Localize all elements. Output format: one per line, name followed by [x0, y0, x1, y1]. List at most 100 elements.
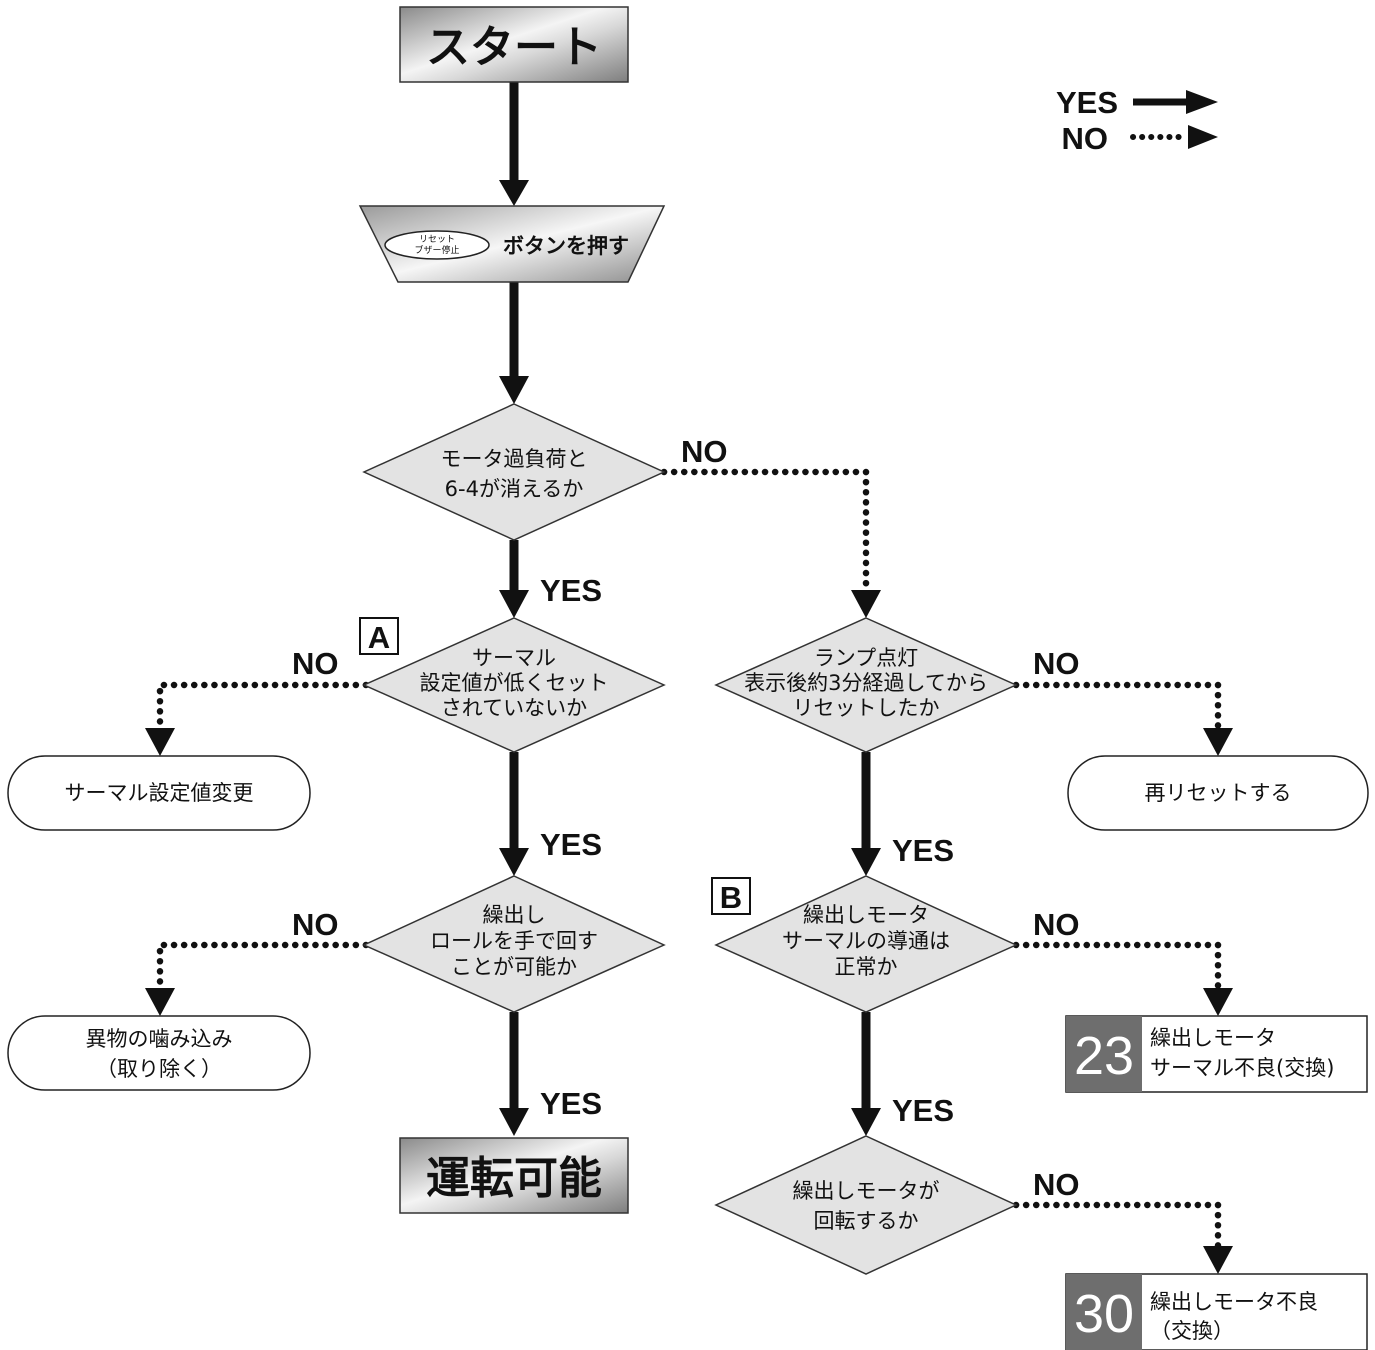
end-thermal-label: サーマル設定値変更 — [65, 781, 254, 805]
qB-line3: 正常か — [835, 955, 898, 979]
end-reset-again: 再リセットする — [1067, 755, 1369, 831]
qLamp-line3: リセットしたか — [793, 696, 940, 720]
end-foreign-object: 異物の噛み込み （取り除く） — [7, 1015, 311, 1091]
decision-qB: 繰出しモータ サーマルの導通は 正常か — [714, 875, 1018, 1013]
edge-labels: YES NO YES NO YES NO YES NO YES NO NO — [292, 434, 1080, 1202]
qRot-line1: 繰出しモータが — [793, 1179, 940, 1203]
connector-qA-no — [156, 681, 370, 734]
decision-q1: モータ過負荷と 6-4が消えるか — [362, 403, 666, 541]
qB-line1: 繰出しモータ — [803, 903, 929, 927]
arrowhead — [851, 1108, 881, 1136]
marker-a: A — [359, 617, 399, 655]
result-30: 30 繰出しモータ不良 （交換） — [1065, 1273, 1368, 1350]
diamond — [362, 617, 666, 753]
qRot-no-label: NO — [1033, 1167, 1080, 1202]
arrowhead — [1203, 728, 1233, 756]
arrowhead — [1203, 988, 1233, 1016]
marker-box — [359, 617, 399, 655]
legend-yes-arrowhead — [1186, 90, 1218, 114]
end-thermal-change: サーマル設定値変更 — [7, 755, 311, 831]
qRot-line2: 回転するか — [814, 1209, 919, 1233]
start-box — [399, 6, 629, 83]
q1-no-label: NO — [681, 434, 728, 469]
end-foreign-line2: （取り除く） — [96, 1057, 222, 1081]
diamond — [362, 875, 666, 1013]
qB-no-label: NO — [1033, 907, 1080, 942]
marker-b-label: B — [720, 880, 742, 915]
start-label: スタート — [426, 22, 602, 73]
connector-qLamp-no — [1012, 681, 1222, 734]
qB-line2: サーマルの導通は — [782, 929, 950, 953]
qLamp-no-label: NO — [1033, 646, 1080, 681]
qLamp-line1: ランプ点灯 — [814, 646, 918, 670]
result-number-badge — [1066, 1016, 1142, 1092]
qA-line3: されていないか — [441, 696, 587, 720]
press-label: ボタンを押す — [503, 234, 629, 258]
arrowhead — [499, 848, 529, 876]
operable-label: 運転可能 — [426, 1153, 602, 1204]
qA-line1: サーマル — [472, 646, 556, 670]
no-arrowheads — [145, 590, 1233, 1274]
yes-arrowheads — [499, 180, 881, 1136]
connector-q1-no — [660, 468, 870, 596]
q1-line1: モータ過負荷と — [441, 447, 588, 471]
diamond — [362, 403, 666, 541]
end-reset-label: 再リセットする — [1145, 781, 1292, 805]
connector-qRot-no — [1012, 1201, 1222, 1252]
arrowhead — [851, 590, 881, 618]
qA2-line1: 繰出し — [483, 903, 546, 927]
qA2-line3: ことが可能か — [451, 955, 577, 979]
end-operable: 運転可能 — [399, 1137, 629, 1214]
qA-line2: 設定値が低くセット — [420, 671, 609, 695]
diamond — [714, 1135, 1018, 1275]
result-23-line2: サーマル不良(交換) — [1150, 1056, 1334, 1080]
diamond — [714, 875, 1018, 1013]
reset-oval-line2: ブザー停止 — [414, 244, 459, 256]
qLamp-line2: 表示後約3分経過してから — [744, 671, 988, 695]
decision-qLamp: ランプ点灯 表示後約3分経過してから リセットしたか — [714, 617, 1018, 753]
terminal-box — [1067, 755, 1369, 831]
reset-buzzer-button-icon — [384, 230, 490, 260]
qA2-line2: ロールを手で回す — [430, 929, 598, 953]
qLamp-yes-label: YES — [892, 833, 954, 868]
marker-a-label: A — [368, 620, 390, 655]
qB-yes-label: YES — [892, 1093, 954, 1128]
qA2-no-label: NO — [292, 907, 339, 942]
legend: YES NO — [1056, 85, 1218, 156]
marker-box — [711, 877, 751, 915]
arrowhead — [145, 988, 175, 1016]
operable-box — [399, 1137, 629, 1214]
arrowhead — [1203, 1246, 1233, 1274]
connector-qB-no — [1012, 941, 1222, 994]
legend-yes-label: YES — [1056, 85, 1118, 120]
q1-line2: 6-4が消えるか — [445, 477, 584, 501]
qA2-yes-label: YES — [540, 1086, 602, 1121]
qA-yes-label: YES — [540, 827, 602, 862]
end-foreign-line1: 異物の噛み込み — [86, 1027, 233, 1051]
marker-b: B — [711, 877, 751, 915]
legend-no-label: NO — [1062, 121, 1109, 156]
press-button-step: リセット ブザー停止 ボタンを押す — [358, 205, 666, 283]
decision-qA: サーマル 設定値が低くセット されていないか — [362, 617, 666, 753]
result-number-badge — [1066, 1274, 1142, 1350]
arrowhead — [145, 728, 175, 756]
connector-qA2-no — [156, 941, 370, 994]
result-23: 23 繰出しモータ サーマル不良(交換) — [1065, 1015, 1368, 1093]
arrowhead — [851, 848, 881, 876]
arrowhead — [499, 590, 529, 618]
no-connectors — [156, 468, 1222, 1252]
diamond — [714, 617, 1018, 753]
terminal-box — [7, 755, 311, 831]
decision-qRot: 繰出しモータが 回転するか — [714, 1135, 1018, 1275]
decision-qA2: 繰出し ロールを手で回す ことが可能か — [362, 875, 666, 1013]
qA-no-label: NO — [292, 646, 339, 681]
q1-yes-label: YES — [540, 573, 602, 608]
result-23-line1: 繰出しモータ — [1150, 1026, 1276, 1050]
result-30-line2: （交換） — [1150, 1319, 1234, 1343]
legend-no-arrowhead — [1188, 125, 1218, 149]
result-30-line1: 繰出しモータ不良 — [1150, 1290, 1318, 1314]
yes-connectors — [509, 82, 871, 1110]
arrowhead — [499, 1108, 529, 1136]
result-30-number: 30 — [1074, 1284, 1134, 1344]
